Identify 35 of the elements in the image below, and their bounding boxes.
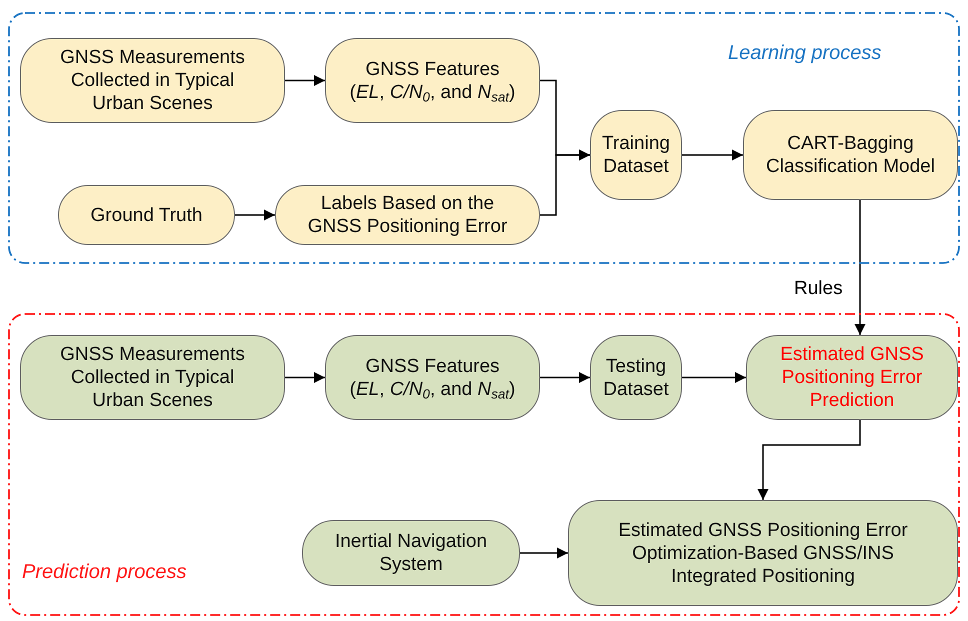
process-box <box>743 110 958 200</box>
node-text: Testing Dataset <box>602 354 670 400</box>
node-text: Training Dataset <box>601 132 671 178</box>
arrow <box>235 210 275 220</box>
node-text: GNSS Measurements Collected in Typical Urban Scenes <box>59 343 246 412</box>
node-text: Estimated GNSS Positioning Error Prediction <box>779 343 925 412</box>
group-heading: Learning process <box>728 42 882 65</box>
node-text: GNSS Features (EL, C/N$_{0}$, and N$_{sat}$) <box>348 58 516 104</box>
process-box <box>325 38 540 123</box>
arrow <box>682 150 743 160</box>
arrow <box>285 75 325 86</box>
node-text: CART-Bagging Classification Model <box>765 132 936 178</box>
process-group-frame <box>8 313 960 616</box>
group-heading: Prediction process <box>22 561 187 584</box>
arrow <box>758 420 861 500</box>
node-text: Ground Truth <box>90 204 202 226</box>
node-text: Inertial Navigation System <box>334 530 488 576</box>
arrow <box>540 150 590 216</box>
node-text: Labels Based on the GNSS Positioning Error <box>306 192 508 238</box>
process-box <box>325 335 540 420</box>
node-text: GNSS Features (EL, C/N$_{0}$, and N$_{sat}$) <box>348 354 516 400</box>
process-box <box>746 335 958 420</box>
arrow <box>285 372 325 383</box>
node-text: Estimated GNSS Positioning Error Optimization-Based GNSS/INS Integrated Positioning <box>617 518 909 588</box>
process-box <box>590 110 682 200</box>
process-box <box>590 335 682 420</box>
process-box <box>20 335 285 420</box>
arrow <box>682 372 746 383</box>
arrow <box>540 372 590 383</box>
process-box <box>568 500 958 606</box>
arrow <box>520 548 568 558</box>
process-group-frame <box>8 12 960 264</box>
process-box <box>20 38 285 123</box>
node-text: GNSS Measurements Collected in Typical Urban Scenes <box>59 46 246 115</box>
arrow <box>854 200 866 335</box>
